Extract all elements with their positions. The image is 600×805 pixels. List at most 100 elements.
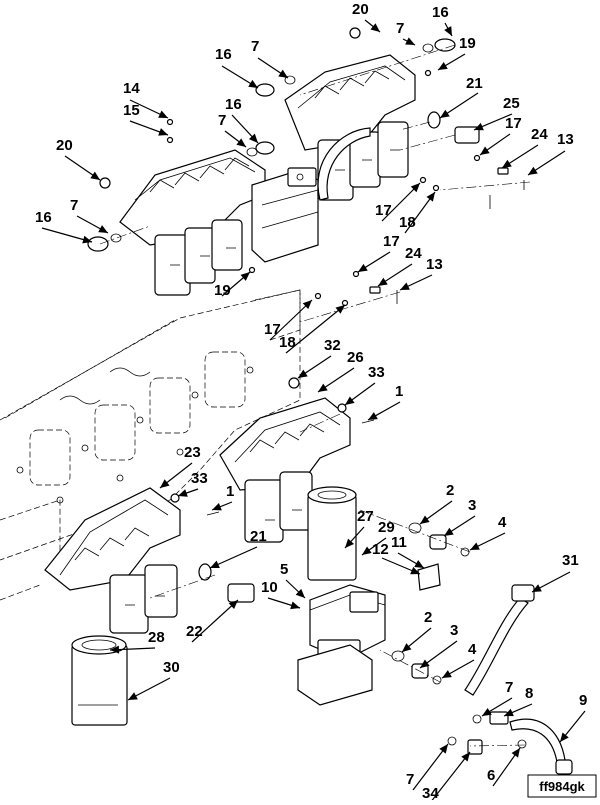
- leader-arrowhead: [240, 272, 250, 281]
- callout-label: 22: [186, 623, 203, 640]
- leader-arrowhead: [420, 515, 430, 524]
- leader-arrowhead: [248, 79, 258, 88]
- leader-arrowhead: [405, 37, 415, 45]
- callout-label: 2: [424, 609, 432, 626]
- callout-label: 7: [505, 679, 513, 696]
- callout-label: 1: [226, 483, 234, 500]
- callout-label: 21: [466, 75, 483, 92]
- hose-assembly-9: [509, 718, 573, 775]
- callout-label: 33: [191, 470, 208, 487]
- leader-arrowhead: [358, 263, 368, 272]
- leader-arrowhead: [439, 744, 448, 754]
- callout-label: 4: [498, 514, 507, 531]
- callout-label: 20: [352, 1, 369, 18]
- leader-arrowhead: [370, 23, 380, 32]
- leader-arrowhead: [278, 69, 288, 78]
- callout-label: 16: [432, 4, 449, 21]
- callout-label: 17: [383, 233, 400, 250]
- leader-arrowhead: [400, 282, 410, 290]
- callout-label: 17: [375, 202, 392, 219]
- callout-label: 7: [251, 38, 259, 55]
- callout-label: 21: [250, 528, 267, 545]
- callout-label: 17: [505, 115, 522, 132]
- callout-label: 14: [123, 80, 140, 97]
- leader-arrowhead: [345, 396, 355, 405]
- callout-label: 7: [396, 20, 404, 37]
- callout-label: 13: [426, 256, 443, 273]
- leader-arrowhead: [426, 192, 435, 202]
- leader-arrowhead: [480, 146, 490, 155]
- leader-arrowhead: [461, 752, 470, 762]
- leader-arrowhead: [504, 708, 514, 717]
- leader-arrowhead: [298, 369, 308, 378]
- leader-arrowhead: [502, 159, 512, 168]
- leader-line: [285, 304, 346, 354]
- callout-label: 11: [391, 534, 407, 551]
- leader-arrowhead: [442, 670, 452, 678]
- callout-label: 20: [56, 137, 73, 154]
- callout-label: 16: [225, 96, 242, 113]
- leader-arrowhead: [410, 183, 420, 193]
- callout-label: 18: [399, 214, 416, 231]
- leader-arrowhead: [98, 225, 108, 233]
- callout-label: 1: [395, 383, 403, 400]
- leader-arrowhead: [128, 692, 138, 700]
- leader-arrowhead: [228, 600, 238, 610]
- leader-line: [412, 743, 449, 791]
- leader-arrowhead: [302, 300, 312, 310]
- callout-label: 9: [579, 692, 587, 709]
- leader-line: [429, 751, 471, 804]
- callout-label: 15: [123, 102, 140, 119]
- lower-left-filter-housing: [44, 487, 181, 634]
- leader-arrowhead: [290, 601, 300, 610]
- callout-label: 7: [70, 197, 78, 214]
- lower-center-filter-housing: [219, 397, 351, 543]
- leader-arrowhead: [335, 305, 345, 314]
- callout-label: 7: [406, 771, 414, 788]
- callout-label: 24: [405, 245, 422, 262]
- leader-arrowhead: [474, 122, 484, 131]
- leader-arrowhead: [532, 584, 542, 592]
- callout-label: 13: [557, 131, 574, 148]
- callout-label: 23: [184, 444, 201, 461]
- callout-label: 29: [378, 519, 395, 536]
- leader-arrowhead: [444, 527, 454, 536]
- leader-arrowhead: [368, 412, 378, 420]
- leader-arrowhead: [420, 659, 430, 668]
- upper-right-filter-housing: [284, 54, 416, 201]
- callout-label: 2: [446, 482, 454, 499]
- leader-line: [191, 599, 239, 643]
- callout-label: 25: [503, 95, 520, 112]
- leader-arrowhead: [511, 748, 520, 758]
- leader-arrowhead: [248, 133, 258, 143]
- leader-arrowhead: [178, 489, 188, 497]
- leader-arrowhead: [482, 707, 492, 716]
- callout-label: 3: [450, 622, 458, 639]
- leader-arrowhead: [402, 643, 412, 652]
- leader-arrowhead: [318, 383, 328, 392]
- explosion-lines: [99, 44, 531, 747]
- callout-label: 19: [214, 282, 231, 299]
- leader-arrowhead: [560, 732, 569, 742]
- leader-arrowhead: [158, 110, 168, 118]
- fuel-filter-head-10: [297, 584, 386, 706]
- figure-id: ff984gk: [539, 779, 585, 794]
- engine-block-outline: [0, 289, 301, 601]
- leader-arrowhead: [438, 61, 448, 70]
- figure-id-box: ff984gk: [527, 774, 597, 798]
- leader-arrowhead: [236, 138, 246, 147]
- callout-label: 12: [372, 541, 389, 558]
- leader-arrowhead: [444, 26, 452, 36]
- upper-left-filter-housing: [119, 149, 319, 296]
- leader-arrowhead: [90, 171, 100, 180]
- leader-arrowhead: [414, 560, 424, 568]
- leader-arrowhead: [378, 277, 388, 286]
- callout-label: 26: [347, 349, 364, 366]
- callout-label: 33: [368, 364, 385, 381]
- callout-leaders: [41, 19, 586, 804]
- callout-labels: 20 16 7 7 19 16 7 21 14 15 16 7 25 17 24…: [35, 1, 587, 802]
- spin-on-filter-27-29: [307, 486, 357, 581]
- leader-arrowhead: [110, 645, 120, 654]
